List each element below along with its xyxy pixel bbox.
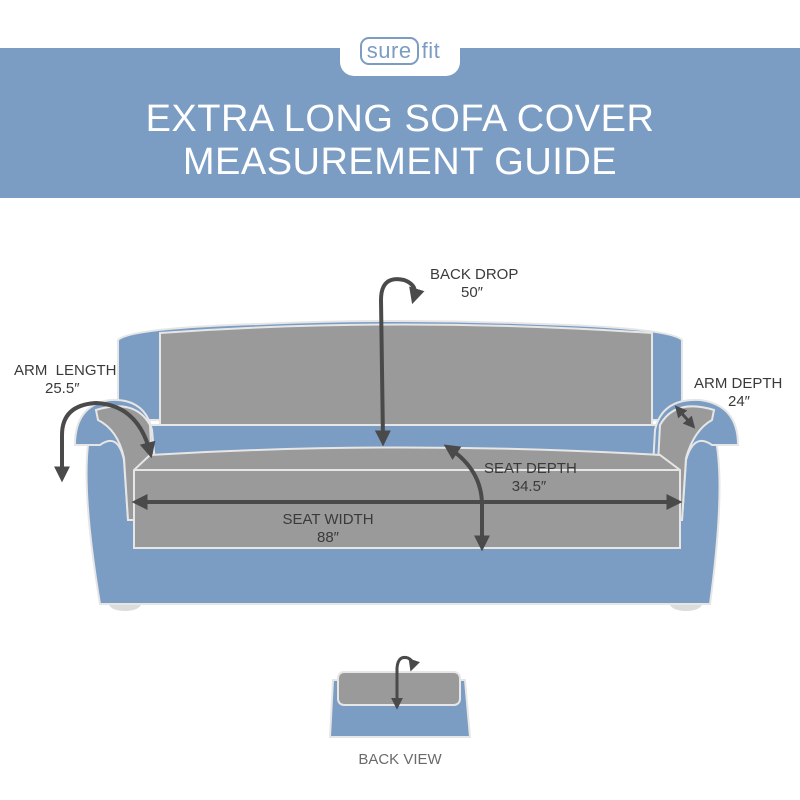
seat-cover xyxy=(133,446,681,549)
logo-text-sure: sure xyxy=(359,37,419,65)
back-drop-label: BACK DROP xyxy=(430,266,519,283)
arm-depth-label: ARM DEPTH xyxy=(694,375,783,392)
page-title-line2: MEASUREMENT GUIDE xyxy=(182,141,618,183)
arrow-back-drop xyxy=(374,277,425,447)
logo-text-fit: fit xyxy=(421,38,441,63)
label-seat-depth: SEAT DEPTH 34.5″ xyxy=(484,460,577,496)
arrow-arm-length xyxy=(54,400,156,483)
seat-depth-value: 34.5″ xyxy=(511,478,547,495)
seat-width-label: SEAT WIDTH xyxy=(282,511,374,528)
seat-depth-label: SEAT DEPTH xyxy=(484,460,577,477)
arm-length-value: 25.5″ xyxy=(45,380,80,397)
back-view-cover xyxy=(337,671,461,706)
arrow-back-view xyxy=(391,656,420,710)
arm-length-label: ARM LENGTH xyxy=(14,362,117,379)
label-seat-width: SEAT WIDTH 88″ xyxy=(278,511,378,547)
label-back-drop: BACK DROP 50″ xyxy=(430,266,518,302)
label-arm-length: ARM LENGTH 25.5″ xyxy=(14,362,117,398)
seat-width-value: 88″ xyxy=(317,529,339,546)
brand-logo: sure fit xyxy=(340,26,460,76)
arm-depth-value: 24″ xyxy=(728,393,750,410)
arrow-arm-depth xyxy=(674,405,696,429)
page-title-line1: EXTRA LONG SOFA COVER xyxy=(145,98,655,140)
label-back-view: BACK VIEW xyxy=(358,751,442,768)
back-drop-value: 50″ xyxy=(461,284,483,301)
label-arm-depth: ARM DEPTH 24″ xyxy=(694,375,782,411)
